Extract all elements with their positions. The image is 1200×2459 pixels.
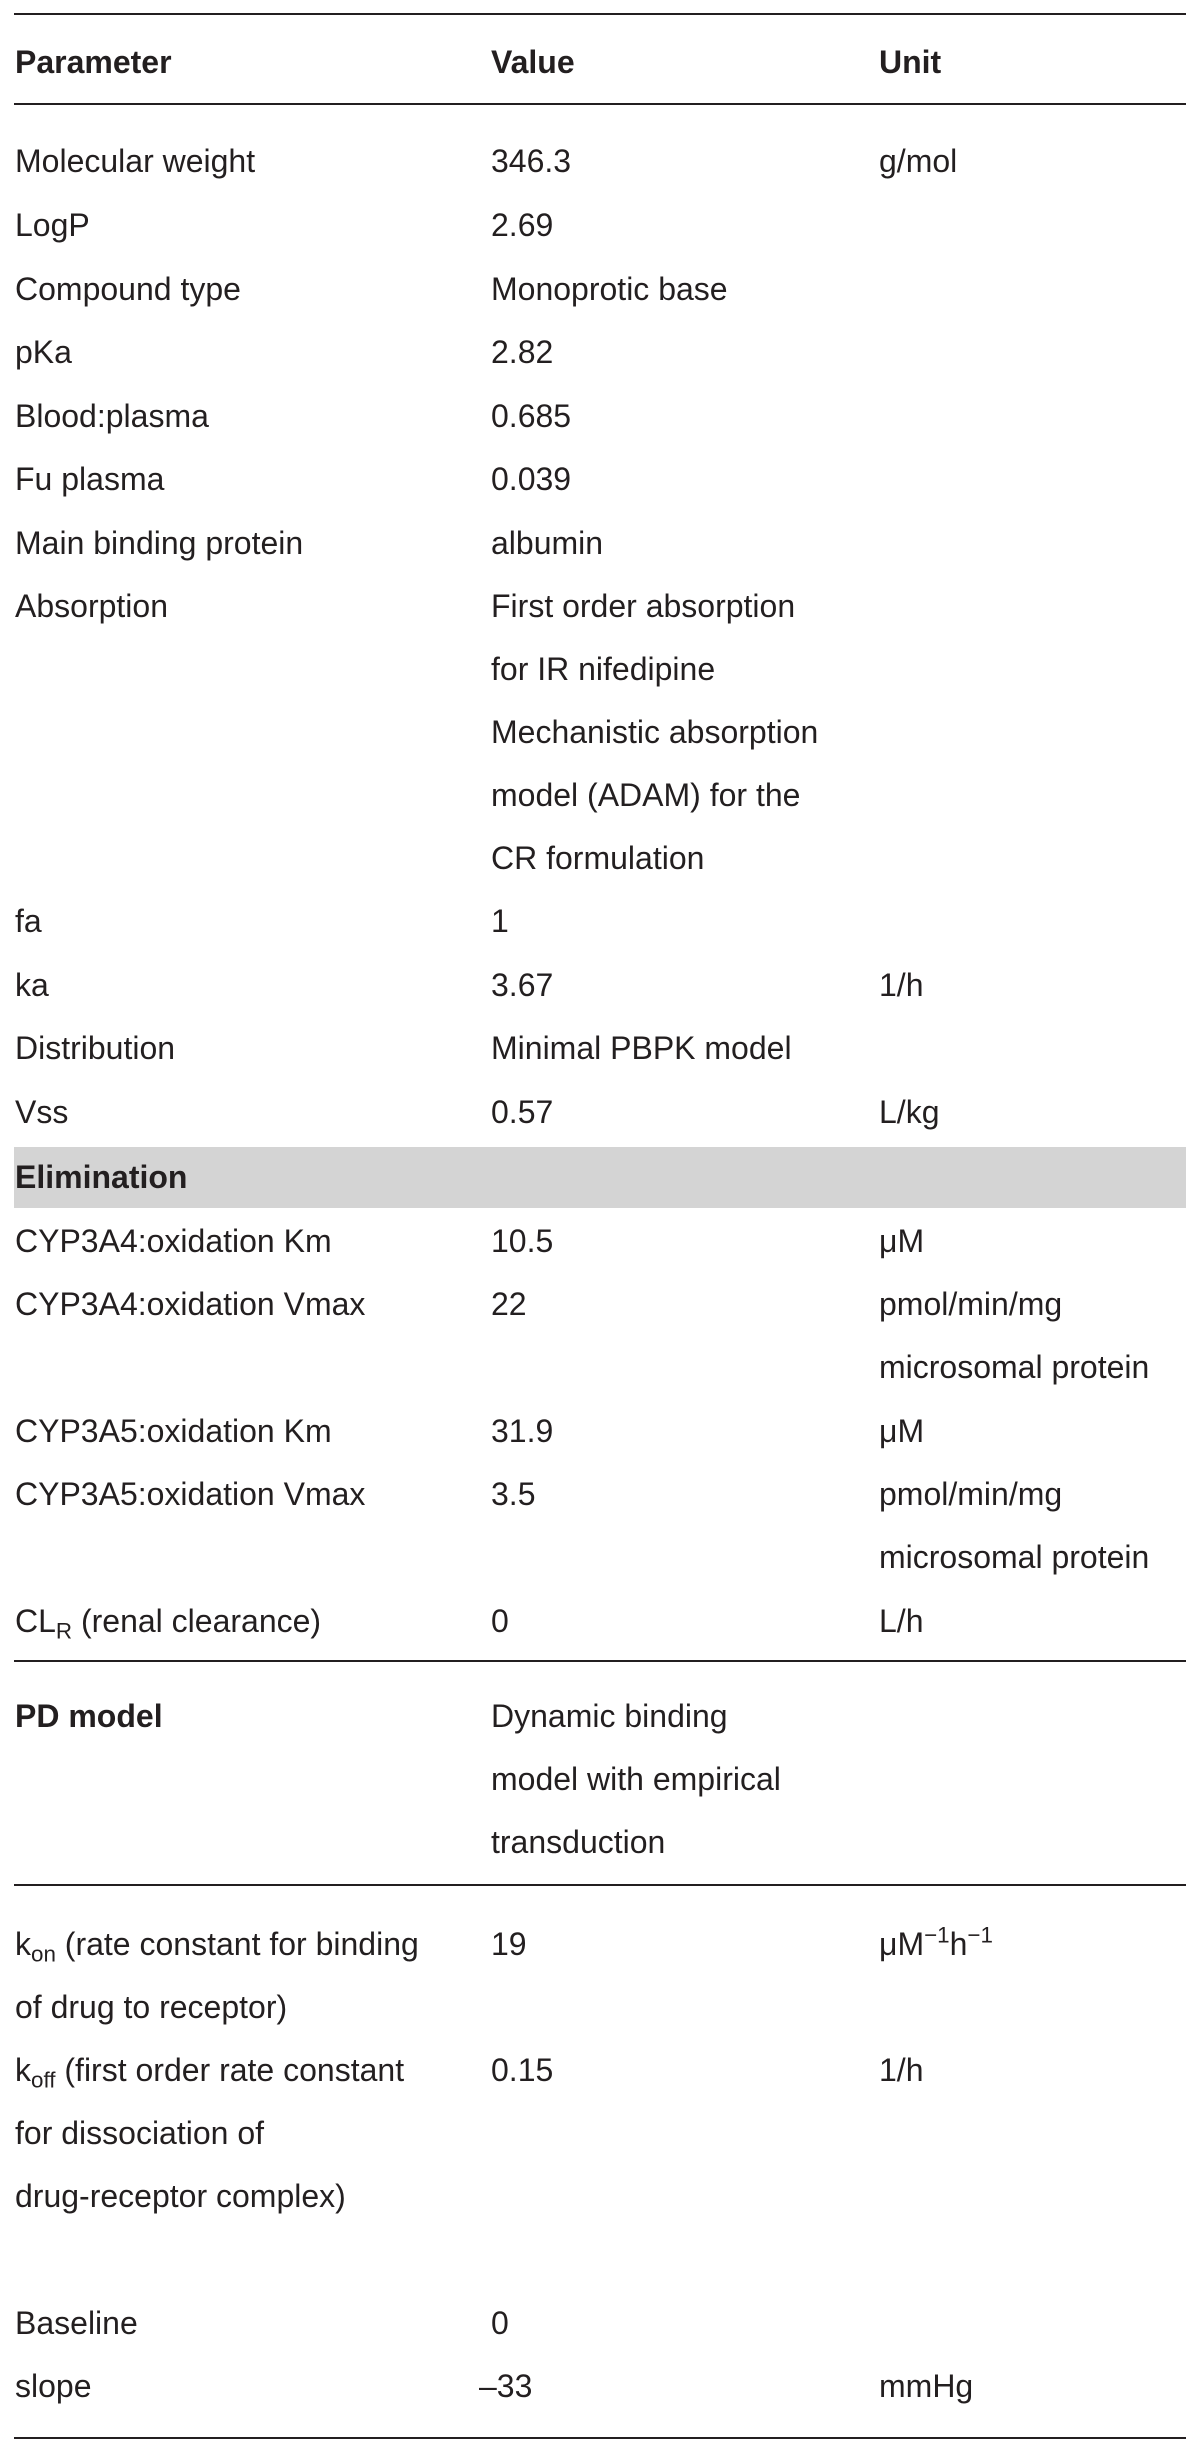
row-param: Molecular weight (15, 143, 256, 179)
row-value: 31.9 (491, 1413, 554, 1449)
row-value: Monoprotic base (491, 271, 728, 307)
row-value-line: CR formulation (491, 840, 705, 876)
param-symbol: k (15, 2052, 31, 2088)
param-subscript: R (55, 1618, 73, 1644)
row-value: 346.3 (491, 143, 572, 179)
row-param: fa (15, 903, 42, 939)
row-value: 0.15 (491, 2052, 554, 2088)
row-unit: μM (879, 1413, 925, 1449)
table-bottom-rule (14, 2437, 1186, 2439)
unit-exponent: −1 (967, 1922, 993, 1948)
param-subscript: on (31, 1941, 56, 1967)
header-unit: Unit (879, 44, 942, 80)
row-value: 0 (491, 2305, 509, 2341)
param-description: (first order rate constant (55, 2052, 405, 2088)
row-unit: μM−1h−1 (879, 1913, 993, 1976)
row-unit: g/mol (879, 143, 958, 179)
row-unit-line: microsomal protein (879, 1349, 1150, 1385)
row-unit-line: pmol/min/mg (879, 1476, 1063, 1512)
row-param: pKa (15, 334, 72, 370)
row-value: 3.5 (491, 1476, 536, 1512)
unit-exponent: −1 (924, 1922, 950, 1948)
row-param: Baseline (15, 2305, 138, 2341)
row-param: Compound type (15, 271, 241, 307)
row-param-line: for dissociation of (15, 2115, 265, 2151)
section-heading-pd-model: PD model (15, 1698, 163, 1734)
param-description: (renal clearance) (72, 1603, 322, 1639)
row-value: albumin (491, 525, 604, 561)
elimination-section-band (14, 1147, 1186, 1208)
row-param: Vss (15, 1094, 69, 1130)
row-unit: L/kg (879, 1094, 940, 1130)
row-unit: mmHg (879, 2368, 974, 2404)
row-value: 0 (491, 1603, 509, 1639)
row-param: CYP3A5:oxidation Vmax (15, 1476, 366, 1512)
row-unit-line: microsomal protein (879, 1539, 1150, 1575)
param-symbol: CL (15, 1603, 56, 1639)
row-unit: μM (879, 1223, 925, 1259)
row-value: 10.5 (491, 1223, 554, 1259)
row-value: 22 (491, 1286, 527, 1322)
row-value: 0.685 (491, 398, 572, 434)
header-parameter: Parameter (15, 44, 172, 80)
row-value-line: transduction (491, 1824, 666, 1860)
row-param: kon (rate constant for binding (15, 1913, 419, 1976)
row-param: Blood:plasma (15, 398, 209, 434)
row-unit: 1/h (879, 2052, 924, 2088)
row-value: 2.69 (491, 207, 554, 243)
row-param: CYP3A5:oxidation Km (15, 1413, 332, 1449)
row-param: Distribution (15, 1030, 176, 1066)
unit-base: h (949, 1926, 968, 1962)
row-param: ka (15, 967, 49, 1003)
row-param: Absorption (15, 588, 168, 624)
row-value-line: Mechanistic absorption (491, 714, 819, 750)
row-param: slope (15, 2368, 92, 2404)
row-param: CYP3A4:oxidation Km (15, 1223, 332, 1259)
row-value: 19 (491, 1926, 527, 1962)
param-description: (rate constant for binding (55, 1926, 419, 1962)
row-param: koff (first order rate constant (15, 2039, 404, 2102)
row-value: 3.67 (491, 967, 554, 1003)
row-param: Fu plasma (15, 461, 165, 497)
row-value: 1 (491, 903, 509, 939)
row-value: –33 (479, 2368, 533, 2404)
param-subscript: off (31, 2067, 56, 2093)
row-unit: 1/h (879, 967, 924, 1003)
header-value: Value (491, 44, 575, 80)
table-top-rule (14, 13, 1186, 15)
pd-section-top-rule (14, 1660, 1186, 1662)
row-unit-line: pmol/min/mg (879, 1286, 1063, 1322)
row-value-line: First order absorption (491, 588, 796, 624)
row-value-line: Dynamic binding (491, 1698, 728, 1734)
row-value: 0.039 (491, 461, 572, 497)
header-rule (14, 103, 1186, 105)
row-param: CLR (renal clearance) (15, 1590, 321, 1653)
row-param-line: drug-receptor complex) (15, 2178, 346, 2214)
row-value: 2.82 (491, 334, 554, 370)
row-param-line: of drug to receptor) (15, 1989, 288, 2025)
pd-section-bottom-rule (14, 1884, 1186, 1886)
row-param: CYP3A4:oxidation Vmax (15, 1286, 366, 1322)
row-value-line: model (ADAM) for the (491, 777, 801, 813)
row-param: Main binding protein (15, 525, 304, 561)
row-unit: L/h (879, 1603, 924, 1639)
param-symbol: k (15, 1926, 31, 1962)
section-heading-elimination: Elimination (15, 1159, 188, 1195)
row-value: 0.57 (491, 1094, 554, 1130)
row-param: LogP (15, 207, 90, 243)
row-value-line: model with empirical (491, 1761, 781, 1797)
row-value: Minimal PBPK model (491, 1030, 792, 1066)
row-value-line: for IR nifedipine (491, 651, 716, 687)
unit-base: μM (879, 1926, 925, 1962)
